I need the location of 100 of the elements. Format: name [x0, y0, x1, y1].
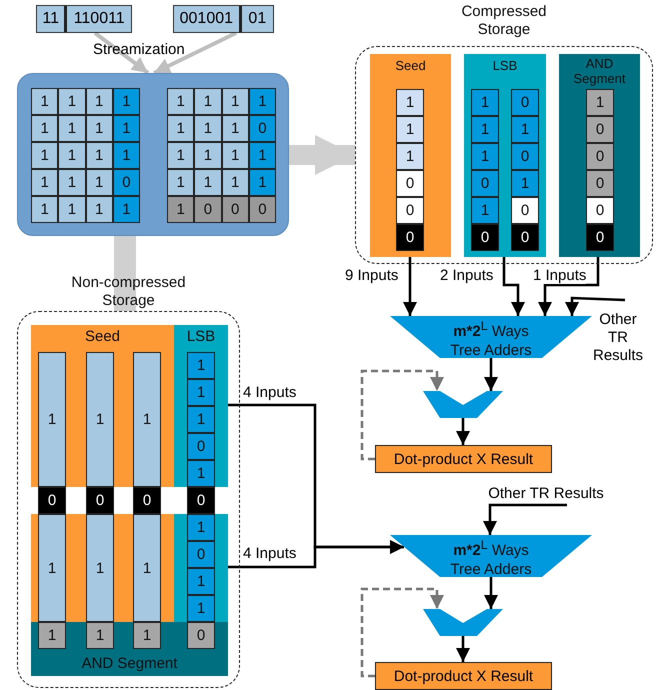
bit-cell: 1: [248, 169, 276, 196]
bit-cell: 1: [58, 196, 86, 223]
edge-label: 9 Inputs: [345, 267, 398, 284]
group-title: Non-compressed Storage: [70, 274, 187, 310]
bit-cell: 1: [222, 88, 249, 115]
bit-cell: 1: [112, 88, 140, 115]
bit-cell: 0: [511, 197, 539, 224]
bit-cell: 1: [471, 143, 499, 170]
bit-cell: 0: [187, 622, 215, 649]
bit-cell: 1: [86, 622, 114, 649]
bit-cell: 1: [167, 88, 194, 115]
feedback-arrow: [360, 588, 444, 678]
edge-label: 4 Inputs: [243, 545, 296, 562]
adder-label: m*2$^{L}$ Ways Tree Adders: [449, 318, 533, 360]
bit-cell: 1: [167, 169, 194, 196]
arrow: [502, 256, 525, 316]
bit-cell: 0: [38, 487, 66, 514]
result-box: Dot-product X Result: [375, 662, 552, 690]
band-label: Seed: [394, 58, 427, 73]
arrow: [153, 31, 237, 75]
bit-cell: 0: [586, 224, 614, 251]
bit-cell: 1: [222, 169, 249, 196]
bit-cell: 1: [187, 460, 215, 487]
band-label: LSB: [186, 328, 216, 345]
arrow: [456, 418, 470, 445]
band-label: Seed: [84, 328, 122, 345]
bit-cell: 1: [112, 196, 140, 223]
bit-cell: 1: [31, 169, 58, 196]
bit-cell: 1: [38, 622, 66, 649]
seed-band: [370, 54, 451, 257]
and-segment-band: [31, 622, 228, 676]
flow-band: [114, 236, 136, 311]
edge-label: 4 Inputs: [243, 384, 296, 401]
seed-band: [31, 514, 174, 622]
bit-cell: 0: [586, 197, 614, 224]
stream-block: [17, 73, 289, 236]
bit-cell: 0: [222, 196, 249, 223]
seed-band: [31, 325, 174, 487]
bit-cell: 1: [511, 116, 539, 143]
bit-cell: 1: [187, 406, 215, 433]
bit-cell: 0: [133, 487, 161, 514]
bit-cell: 1: [471, 116, 499, 143]
bit-cell: 1: [31, 115, 58, 142]
bit-cell: 1: [222, 115, 249, 142]
bit-cell: 1: [511, 170, 539, 197]
bit-cell: 0: [112, 169, 140, 196]
bit-cell: 0: [511, 224, 539, 251]
bit-cell: 1: [187, 595, 215, 622]
bit-cell: 1: [167, 196, 194, 223]
bit-cell: 1: [471, 197, 499, 224]
bit-cell: 0: [194, 196, 222, 223]
bit-cell: 1: [31, 196, 58, 223]
bit-cell: 1: [194, 142, 222, 169]
bit-cell: 1: [31, 142, 58, 169]
bit-cell: 0: [86, 487, 114, 514]
bit-cell: 0: [187, 487, 215, 514]
group-title: Compressed Storage: [460, 3, 548, 39]
bit-cell: 0: [187, 541, 215, 568]
bit-cell: 1: [396, 143, 424, 170]
band-label: AND Segment: [572, 56, 627, 86]
bit-field: 11: [37, 6, 68, 32]
bit-cell: 0: [586, 116, 614, 143]
bit-cell: 1: [86, 196, 113, 223]
bit-cell: 1: [194, 169, 222, 196]
bit-field: 01: [242, 6, 273, 32]
bit-cell: 1: [187, 514, 215, 541]
flow-arrow: [289, 135, 355, 175]
bit-cell: 1: [58, 169, 86, 196]
bit-cell: 1: [58, 142, 86, 169]
bit-cell: 1: [396, 116, 424, 143]
bit-cell: 0: [471, 224, 499, 251]
tree-adder: [390, 535, 592, 577]
lsb-band: [174, 514, 228, 622]
bit-cell: 0: [396, 197, 424, 224]
arrow: [484, 358, 498, 391]
arrow: [456, 636, 470, 662]
bit-cell: 1: [194, 115, 222, 142]
bit-cell: 0: [396, 170, 424, 197]
arrow: [484, 577, 498, 609]
bit-cell: 1: [86, 142, 113, 169]
bit-cell: 0: [248, 196, 276, 223]
bit-cell: 1: [187, 352, 215, 379]
bit-cell: 0: [586, 143, 614, 170]
bit-cell: 1: [86, 352, 114, 487]
arrow: [565, 296, 626, 316]
input-label: Other TR Results: [590, 300, 646, 364]
bit-cell: 1: [58, 115, 86, 142]
bit-cell: 1: [167, 115, 194, 142]
accumulator-adder: [423, 609, 503, 636]
band-label: LSB: [492, 58, 518, 73]
bit-cell: 1: [187, 568, 215, 595]
band-label: AND Segment: [80, 655, 178, 672]
bit-cell: 0: [187, 433, 215, 460]
adder-label: m*2$^{L}$ Ways Tree Adders: [449, 537, 533, 579]
bit-cell: 1: [38, 514, 66, 622]
bit-cell: 1: [86, 169, 113, 196]
bit-cell: 1: [86, 88, 113, 115]
result-box: Dot-product X Result: [375, 445, 552, 473]
bit-cell: 1: [112, 115, 140, 142]
arrow: [538, 256, 600, 316]
